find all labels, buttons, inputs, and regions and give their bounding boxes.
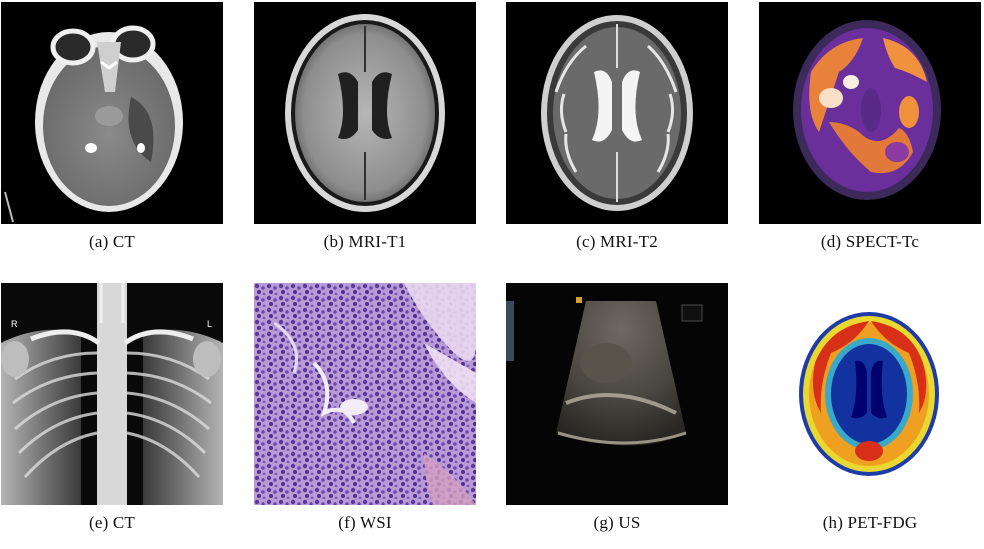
xray-marker-r: R [11,319,18,329]
caption: (c) MRI-T2 [576,232,658,251]
pet-fdg-image [759,283,981,505]
caption: (d) SPECT-Tc [820,232,920,251]
caption: (b) MRI-T1 [323,232,407,251]
mri-t2-image [506,2,728,224]
wsi-image [254,283,476,505]
caption: (a) CT [88,232,136,251]
ultrasound-image [506,283,728,505]
caption: (e) CT [88,513,136,532]
chest-xray-image: R L [1,283,223,505]
spect-tc-image [759,2,981,224]
mri-t1-image [254,2,476,224]
caption: (g) US [593,513,641,532]
xray-marker-l: L [207,319,212,329]
ct-head-image [1,2,223,224]
caption: (f) WSI [338,513,392,532]
caption: (h) PET-FDG [822,513,918,532]
